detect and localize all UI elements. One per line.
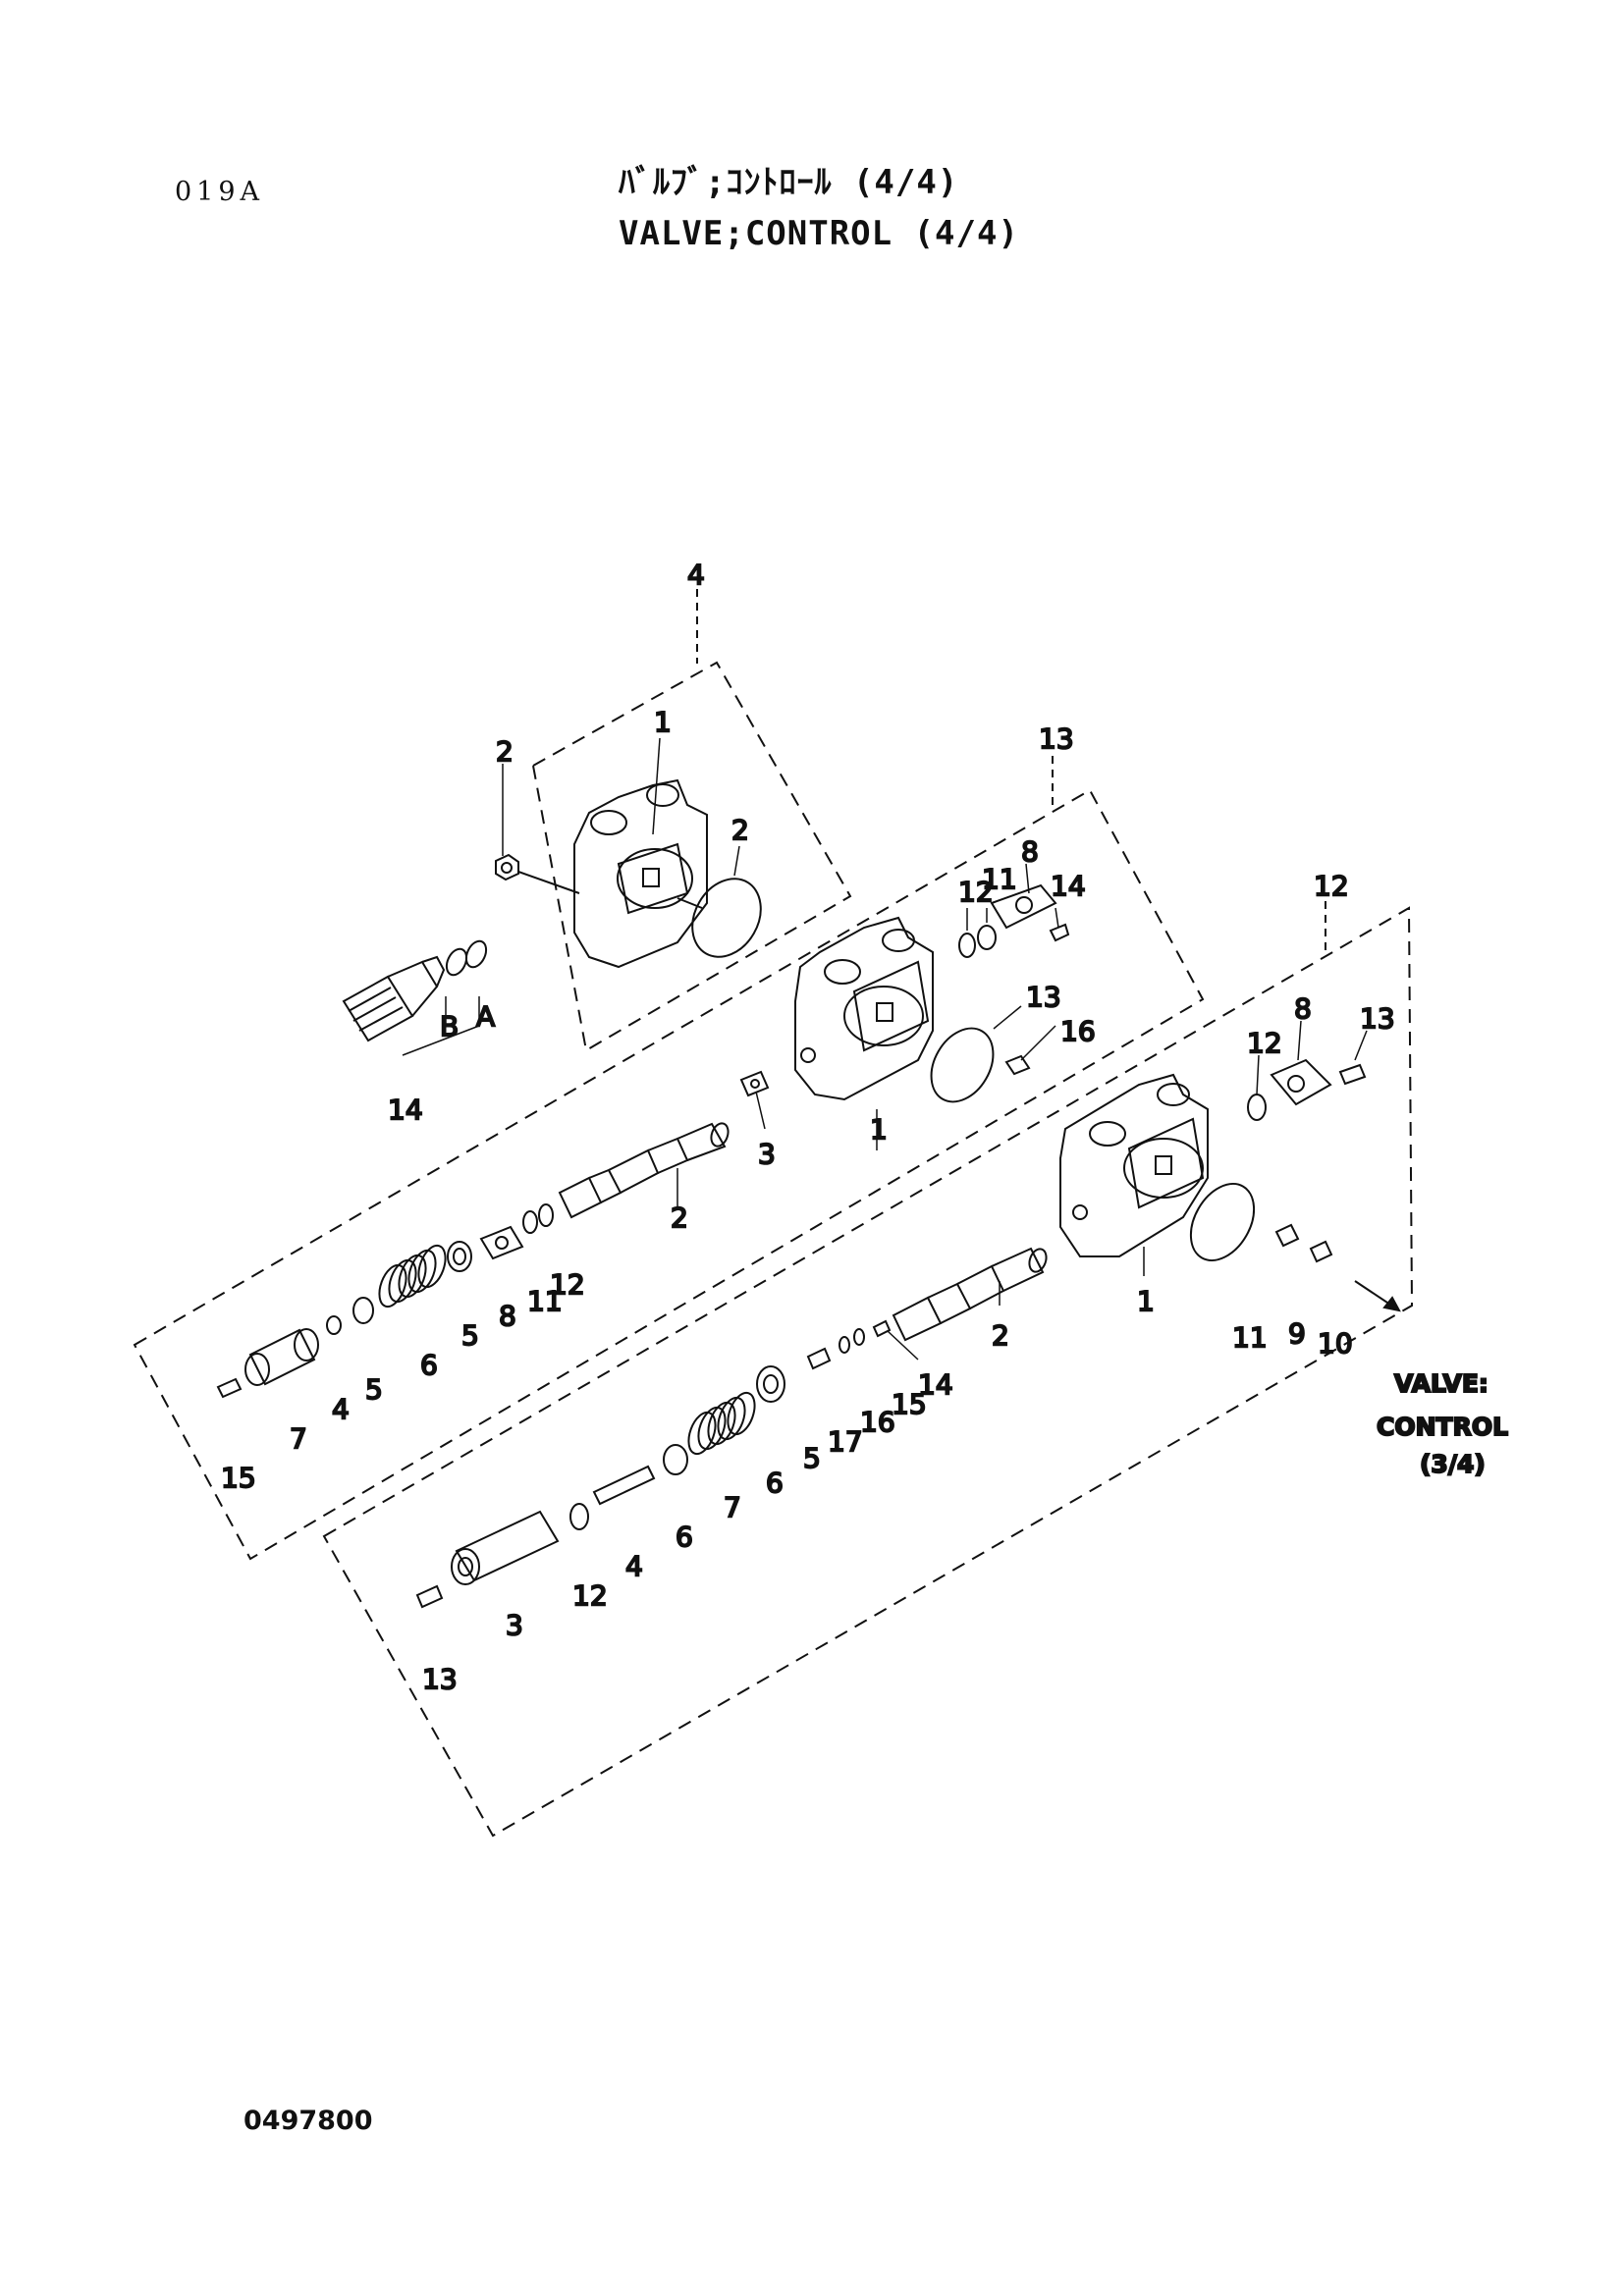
callout-6: 6 xyxy=(420,1349,438,1381)
plug-16 xyxy=(1004,1054,1031,1076)
callout-6: 6 xyxy=(676,1521,693,1553)
callout-12: 12 xyxy=(958,876,994,908)
callout-11: 11 xyxy=(527,1285,563,1317)
callout-12: 12 xyxy=(1314,870,1349,902)
callout-13: 13 xyxy=(422,1663,458,1695)
callout-16: 16 xyxy=(1060,1015,1096,1047)
callout-15: 15 xyxy=(221,1462,256,1494)
callout-4: 4 xyxy=(625,1550,643,1582)
page-code: 019A xyxy=(175,177,265,207)
callout-5: 5 xyxy=(461,1319,479,1352)
group-b-boundary xyxy=(133,788,1205,1561)
group-c-parts xyxy=(415,1058,1401,1609)
callout-1: 1 xyxy=(870,1113,888,1146)
callout-3: 3 xyxy=(758,1138,776,1170)
callout-16: 16 xyxy=(860,1406,895,1438)
callout-17: 17 xyxy=(828,1425,863,1458)
callout-10: 10 xyxy=(1318,1327,1353,1360)
callout-2: 2 xyxy=(671,1201,688,1234)
callout-8: 8 xyxy=(1021,835,1039,868)
flange-b xyxy=(990,883,1057,930)
cap-c xyxy=(455,1510,560,1582)
cap-b xyxy=(248,1328,316,1386)
callout-14: 14 xyxy=(388,1094,423,1126)
callout-13: 13 xyxy=(1360,1002,1395,1035)
title-japanese: ﾊﾞﾙﾌﾞ;ｺﾝﾄﾛｰﾙ (4/4) xyxy=(619,163,959,202)
oring-b xyxy=(930,1027,995,1103)
callout-B: B xyxy=(440,1010,459,1042)
callout-12: 12 xyxy=(550,1268,585,1301)
callout-2: 2 xyxy=(731,814,749,846)
callout-2: 2 xyxy=(992,1319,1009,1352)
callout-13: 13 xyxy=(1039,722,1074,755)
reference-label-line2: CONTROL xyxy=(1377,1413,1508,1441)
group-boundaries xyxy=(133,589,1414,1838)
callout-11: 11 xyxy=(982,863,1017,895)
spring-b xyxy=(378,1244,447,1308)
callout-11: 11 xyxy=(1232,1321,1268,1354)
reference-label-line1: VALVE: xyxy=(1394,1369,1488,1398)
callout-1: 1 xyxy=(1137,1285,1155,1317)
callout-15: 15 xyxy=(892,1388,927,1420)
nut-a xyxy=(495,853,519,881)
reference-label-line3: (3/4) xyxy=(1420,1450,1486,1478)
group-c-boundary xyxy=(322,906,1414,1838)
callout-5: 5 xyxy=(365,1373,383,1406)
callout-12: 12 xyxy=(572,1579,608,1612)
spool-c xyxy=(892,1296,943,1342)
callout-14: 14 xyxy=(918,1368,953,1401)
spool-3 xyxy=(739,1070,770,1097)
callout-12: 12 xyxy=(1247,1027,1282,1059)
callout-9: 9 xyxy=(1288,1317,1306,1350)
oring-c xyxy=(1189,1183,1256,1261)
drawing-number: 0497800 xyxy=(243,2106,373,2136)
group-a-parts xyxy=(342,778,762,1042)
page-title: VALVE;CONTROL (4/4) xyxy=(619,214,1019,253)
callout-13: 13 xyxy=(1026,981,1061,1013)
group-a-boundary xyxy=(531,661,852,1052)
callout-8: 8 xyxy=(499,1300,516,1332)
callout-4: 4 xyxy=(332,1393,350,1425)
callout-3: 3 xyxy=(506,1609,523,1641)
flange-c xyxy=(1270,1058,1332,1106)
housing-a xyxy=(573,778,708,969)
spring-c xyxy=(687,1391,756,1456)
callout-7: 7 xyxy=(724,1491,741,1523)
callout-A: A xyxy=(476,1000,495,1033)
leader-lines xyxy=(402,737,1368,1361)
oring-a xyxy=(691,878,762,958)
callout-14: 14 xyxy=(1051,870,1086,902)
group-b-parts xyxy=(216,883,1070,1399)
callout-5: 5 xyxy=(803,1442,821,1474)
callout-7: 7 xyxy=(290,1422,307,1455)
callout-6: 6 xyxy=(766,1467,784,1499)
callout-4: 4 xyxy=(687,559,705,591)
spool-b xyxy=(558,1176,603,1219)
callout-1: 1 xyxy=(654,706,672,738)
callout-2: 2 xyxy=(496,735,514,768)
housing-b xyxy=(794,916,934,1101)
callout-8: 8 xyxy=(1294,992,1312,1025)
housing-c xyxy=(1059,1073,1209,1257)
